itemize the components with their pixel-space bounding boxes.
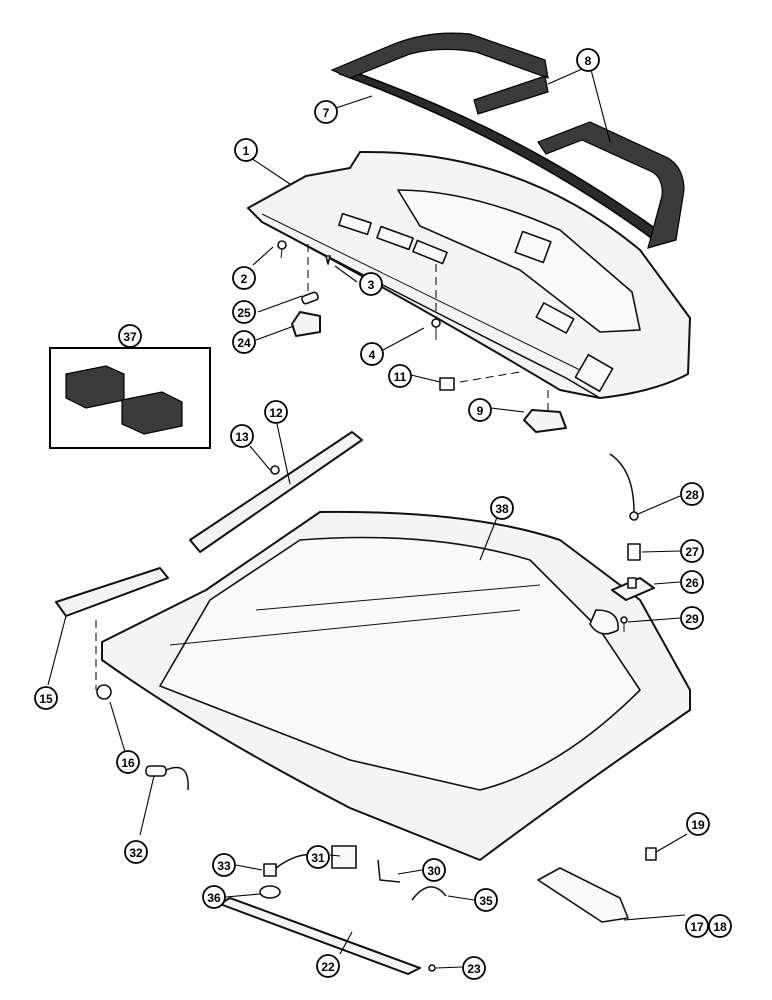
callout-12: 12	[264, 400, 288, 424]
clip-19	[645, 847, 657, 861]
callout-23: 23	[462, 956, 486, 980]
svg-text:24: 24	[237, 336, 251, 350]
callout-15: 15	[34, 686, 58, 710]
callout-35: 35	[474, 888, 498, 912]
screw-13	[270, 465, 280, 475]
leader-lines	[47, 61, 688, 969]
svg-text:29: 29	[685, 612, 699, 626]
svg-text:26: 26	[685, 576, 699, 590]
callout-22: 22	[316, 954, 340, 978]
callout-30: 30	[422, 858, 446, 882]
svg-text:28: 28	[685, 488, 699, 502]
callout-1: 1	[234, 138, 258, 162]
trim-strip-12	[189, 431, 363, 553]
svg-text:36: 36	[207, 891, 221, 905]
svg-text:15: 15	[39, 692, 53, 706]
callout-28: 28	[680, 482, 704, 506]
callout-16: 16	[116, 750, 140, 774]
screw-4	[431, 318, 441, 340]
callout-38: 38	[490, 496, 514, 520]
callout-9: 9	[468, 398, 492, 422]
lamp-base-24	[291, 311, 321, 337]
plug-16	[96, 684, 112, 700]
harness-35	[411, 886, 447, 901]
fastener-25	[301, 291, 319, 305]
lamp-base-26	[611, 577, 655, 601]
callout-29: 29	[680, 606, 704, 630]
svg-text:12: 12	[269, 406, 283, 420]
svg-text:13: 13	[235, 430, 249, 444]
svg-text:11: 11	[394, 370, 407, 384]
svg-text:32: 32	[129, 846, 143, 860]
callout-8: 8	[576, 48, 600, 72]
vent-panel-17-18	[537, 867, 629, 923]
switch-31	[331, 845, 357, 869]
window-seal-8-left	[330, 32, 549, 115]
callout-11: 11	[388, 364, 412, 388]
screw-29	[620, 616, 628, 632]
clip-11	[439, 377, 455, 391]
svg-text:9: 9	[477, 404, 484, 418]
svg-text:3: 3	[368, 278, 375, 292]
wire-harness-28	[609, 453, 639, 521]
callout-32: 32	[124, 840, 148, 864]
trim-strip-15	[55, 567, 169, 617]
svg-text:25: 25	[237, 306, 251, 320]
svg-text:16: 16	[121, 756, 135, 770]
svg-text:4: 4	[369, 348, 376, 362]
callout-3: 3	[359, 272, 383, 296]
svg-text:22: 22	[321, 960, 335, 974]
insulation-box-37	[49, 347, 211, 449]
harness-30	[377, 859, 401, 883]
callout-25: 25	[232, 300, 256, 324]
callout-19: 19	[686, 812, 710, 836]
callout-36: 36	[202, 885, 226, 909]
screw-23	[428, 964, 436, 972]
callout-7: 7	[314, 100, 338, 124]
screw-2	[277, 240, 287, 259]
lamp-housing-9	[523, 409, 567, 433]
svg-text:38: 38	[495, 502, 509, 516]
callout-17: 17	[685, 914, 709, 938]
svg-text:35: 35	[479, 894, 493, 908]
callout-4: 4	[360, 342, 384, 366]
svg-text:33: 33	[217, 859, 231, 873]
callout-37: 37	[118, 324, 142, 348]
callout-2: 2	[232, 266, 256, 290]
svg-text:7: 7	[323, 106, 330, 120]
svg-text:17: 17	[690, 920, 704, 934]
callout-33: 33	[212, 853, 236, 877]
callout-31: 31	[306, 845, 330, 869]
svg-text:18: 18	[713, 920, 727, 934]
svg-text:27: 27	[685, 545, 699, 559]
lamp-lens-27	[627, 543, 641, 561]
callout-27: 27	[680, 539, 704, 563]
svg-text:31: 31	[311, 851, 325, 865]
callout-13: 13	[230, 424, 254, 448]
callout-18: 18	[708, 914, 732, 938]
headliner-panel-1	[247, 150, 691, 399]
callout-24: 24	[232, 330, 256, 354]
window-seal-8-right	[537, 121, 685, 249]
svg-text:2: 2	[241, 272, 248, 286]
callout-26: 26	[680, 570, 704, 594]
svg-text:19: 19	[691, 818, 705, 832]
svg-text:30: 30	[427, 864, 441, 878]
svg-text:23: 23	[467, 962, 481, 976]
svg-text:1: 1	[243, 144, 250, 158]
svg-text:8: 8	[585, 54, 592, 68]
roof-shell-38	[101, 510, 691, 861]
socket-32	[145, 765, 189, 791]
lens-36	[259, 885, 281, 899]
svg-text:37: 37	[123, 330, 137, 344]
screw-3	[325, 255, 331, 265]
